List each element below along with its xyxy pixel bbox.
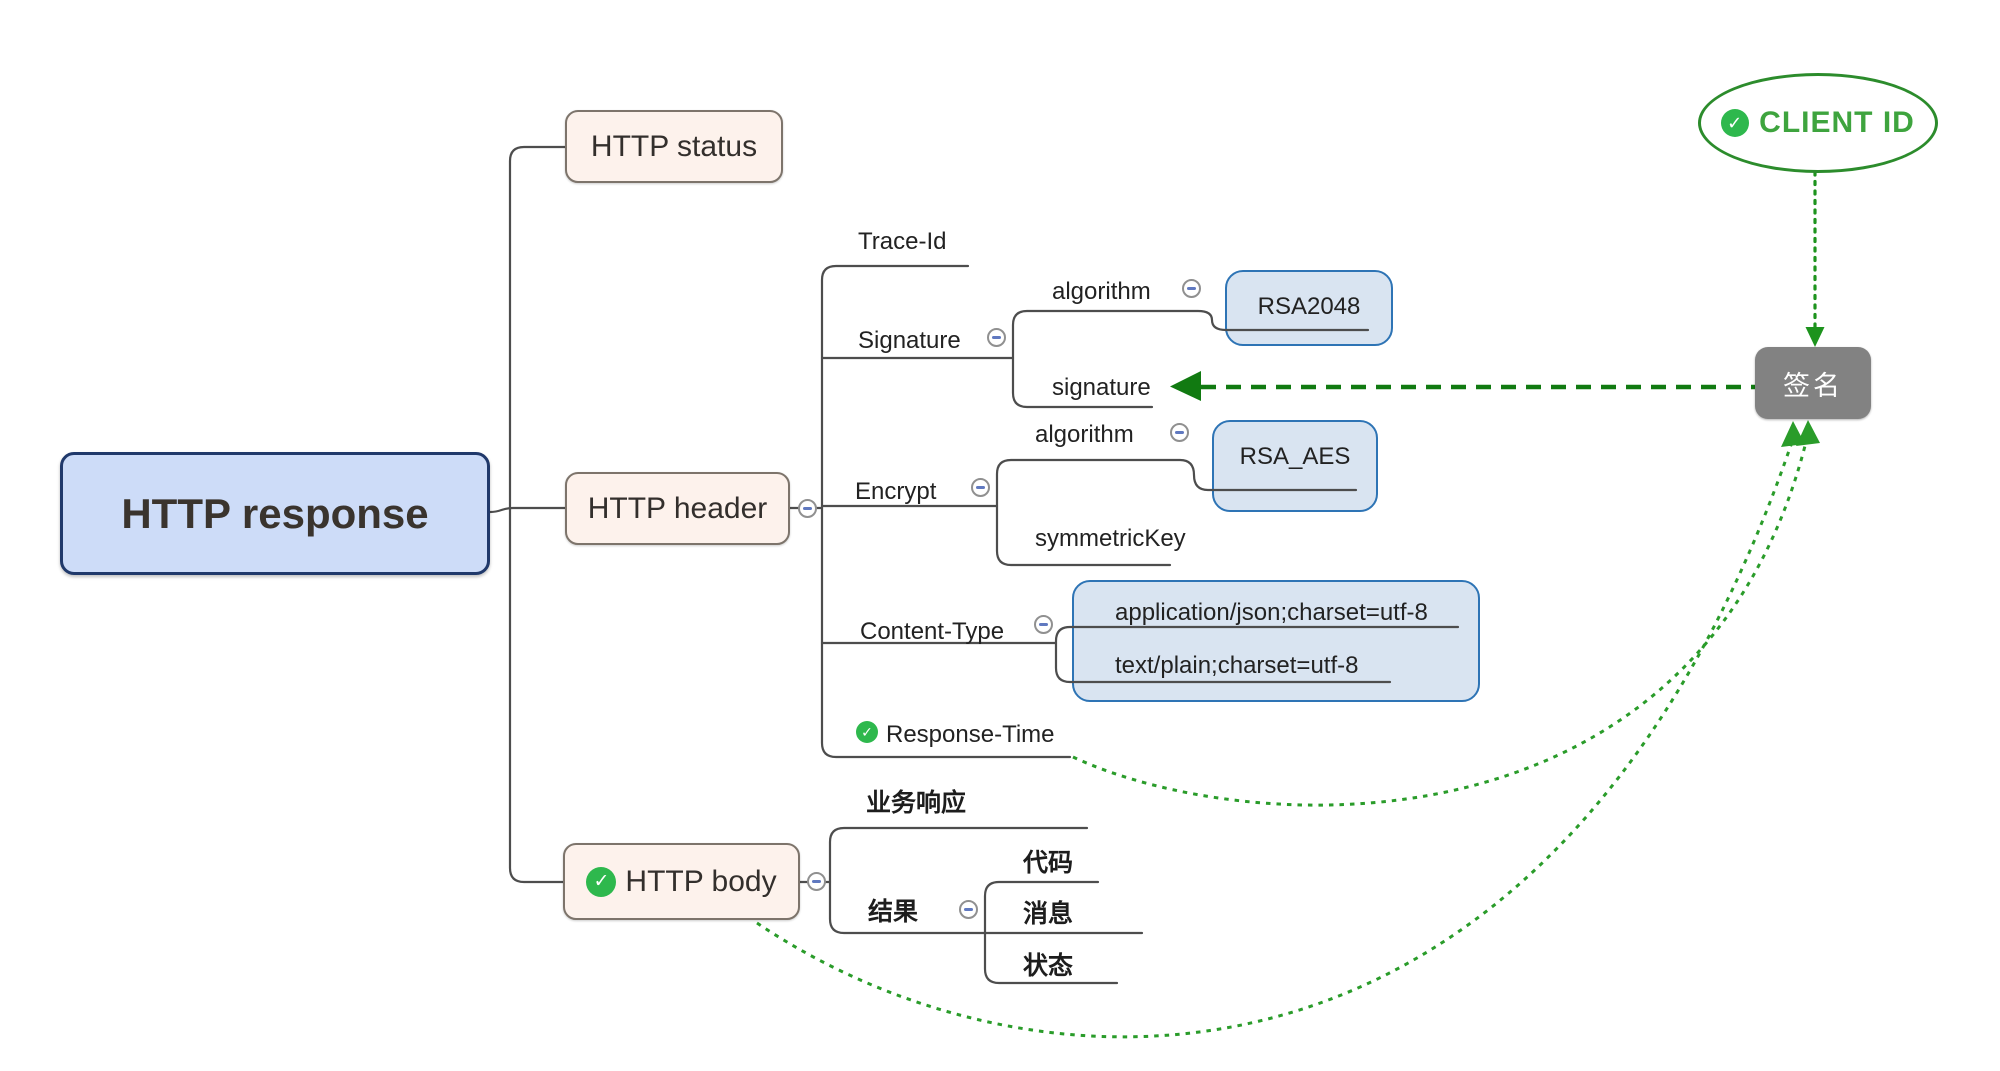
collapse-toggle-encrypt[interactable] [971,478,990,497]
sign-box-label: 签名 [1783,370,1843,401]
node-signature-field[interactable]: signature [1052,374,1151,401]
node-result[interactable]: 结果 [868,898,919,926]
root-to-header-line [488,506,567,514]
header-children-bracket [820,264,1072,759]
signature-children-bracket [1011,309,1370,409]
collapse-toggle-result[interactable] [959,900,978,919]
node-content-type[interactable]: Content-Type [860,618,1005,645]
client-id-arrowhead [1805,327,1825,347]
collapse-toggle-encrypt-algorithm[interactable] [1170,423,1189,442]
node-result-code[interactable]: 代码 [1023,849,1074,877]
node-encrypt[interactable]: Encrypt [855,478,937,505]
topic-http-body[interactable]: ✓ HTTP body [563,843,800,920]
collapse-toggle-http-body[interactable] [807,872,826,891]
relationship-arrows [756,170,1825,1039]
check-icon: ✓ [586,866,617,897]
root-topic-label: HTTP response [121,489,429,537]
node-trace-id[interactable]: Trace-Id [858,228,947,255]
sign-to-signature-arrowhead [1170,371,1201,401]
node-result-status[interactable]: 状态 [1023,952,1074,980]
http-body-label: HTTP body [625,864,777,898]
check-icon: ✓ [856,721,878,743]
topic-http-status[interactable]: HTTP status [565,110,783,183]
client-id-label: CLIENT ID [1759,106,1915,139]
node-encrypt-algorithm[interactable]: algorithm [1035,421,1134,448]
tree-connectors [488,145,1460,985]
node-business-response[interactable]: 业务响应 [866,789,967,817]
response-time-to-sign-arrow[interactable] [1072,441,1808,807]
http-status-label: HTTP status [590,129,758,163]
node-rsa2048-value[interactable]: RSA2048 [1257,293,1361,320]
collapse-toggle-signature[interactable] [987,328,1006,347]
node-result-message[interactable]: 消息 [1023,900,1074,928]
node-symmetric-key[interactable]: symmetricKey [1035,525,1186,552]
body-children-bracket [828,826,1089,935]
sign-box[interactable]: 签名 [1755,347,1871,419]
node-response-time[interactable]: Response-Time [886,721,1055,748]
boundary-rsa-aes[interactable] [1212,420,1378,512]
http-body-arrowhead [1781,421,1805,447]
node-rsa-aes-value[interactable]: RSA_AES [1239,443,1351,470]
encrypt-children-bracket [995,458,1358,567]
boundary-rsa2048[interactable] [1225,270,1393,346]
result-children-bracket [983,880,1119,985]
collapse-toggle-http-header[interactable] [798,499,817,518]
http-header-label: HTTP header [587,491,768,525]
content-type-children-bracket [1054,625,1460,684]
node-content-type-value-json[interactable]: application/json;charset=utf-8 [1115,599,1428,626]
root-topic-http-response[interactable]: HTTP response [60,452,490,575]
trunk-line [508,145,567,884]
collapse-toggle-signature-algorithm[interactable] [1182,279,1201,298]
check-icon: ✓ [1721,109,1750,137]
node-signature-algorithm[interactable]: algorithm [1052,278,1151,305]
client-id-ellipse[interactable]: ✓ CLIENT ID [1698,73,1938,173]
topic-http-header[interactable]: HTTP header [565,472,790,545]
node-signature[interactable]: Signature [858,327,961,354]
node-content-type-value-text[interactable]: text/plain;charset=utf-8 [1115,652,1359,679]
collapse-toggle-content-type[interactable] [1034,615,1053,634]
